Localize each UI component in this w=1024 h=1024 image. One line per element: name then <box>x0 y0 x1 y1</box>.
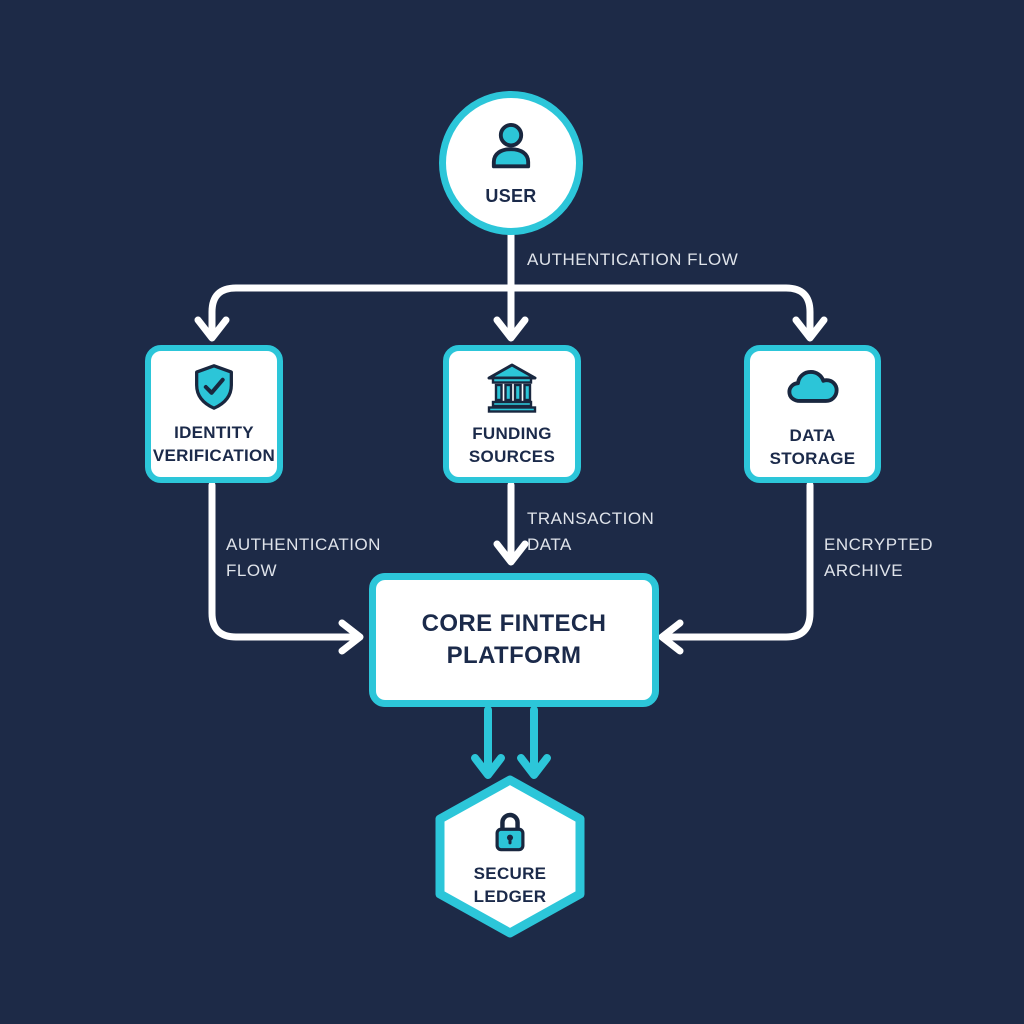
edge-identity-to-core <box>208 481 356 641</box>
node-identity-verification-label: IDENTITY VERIFICATION <box>152 423 276 465</box>
bank-icon <box>487 363 537 414</box>
edge-label-encrypted-archive: ENCRYPTED ARCHIVE <box>824 535 934 580</box>
arrowhead-down-funding-top <box>493 316 529 342</box>
person-icon <box>491 122 531 169</box>
shield-check-icon <box>195 364 233 411</box>
edge-label-authentication-flow-top: AUTHENTICATION FLOW <box>527 250 739 269</box>
node-secure-ledger <box>435 775 585 938</box>
arrowhead-down-core-top <box>493 540 529 566</box>
arrowhead-right-core-left <box>338 619 364 655</box>
node-core-fintech-platform: CORE FINTECH PLATFORM <box>369 573 659 707</box>
node-funding-sources: FUNDING SOURCES <box>443 345 581 483</box>
node-identity-verification: IDENTITY VERIFICATION <box>145 345 283 483</box>
edge-storage-to-core <box>666 481 814 641</box>
arrowhead-down-ledger-left <box>471 754 505 779</box>
edge-branch-horizontal <box>208 284 814 336</box>
node-data-storage: DATA STORAGE <box>744 345 881 483</box>
cloud-icon <box>786 370 839 404</box>
node-funding-sources-label: FUNDING SOURCES <box>468 424 556 466</box>
arrowhead-left-core-right <box>658 619 684 655</box>
node-secure-ledger-label: SECURE LEDGER <box>473 864 547 906</box>
node-user-label: USER <box>485 185 537 206</box>
edge-label-transaction-data: TRANSACTION DATA <box>527 509 655 554</box>
edge-label-authentication-flow-left: AUTHENTICATION FLOW <box>226 535 381 580</box>
node-data-storage-label: DATA STORAGE <box>769 426 856 468</box>
node-secure-ledger-content: SECURE LEDGER <box>440 800 580 915</box>
arrowhead-down-identity-top <box>194 316 230 342</box>
node-user: USER <box>439 91 583 235</box>
hexagon-shape <box>435 775 585 938</box>
arrowhead-down-storage-top <box>792 316 828 342</box>
lock-icon <box>495 813 525 852</box>
arrowhead-down-ledger-right <box>517 754 551 779</box>
node-core-fintech-platform-label: CORE FINTECH PLATFORM <box>421 609 607 669</box>
